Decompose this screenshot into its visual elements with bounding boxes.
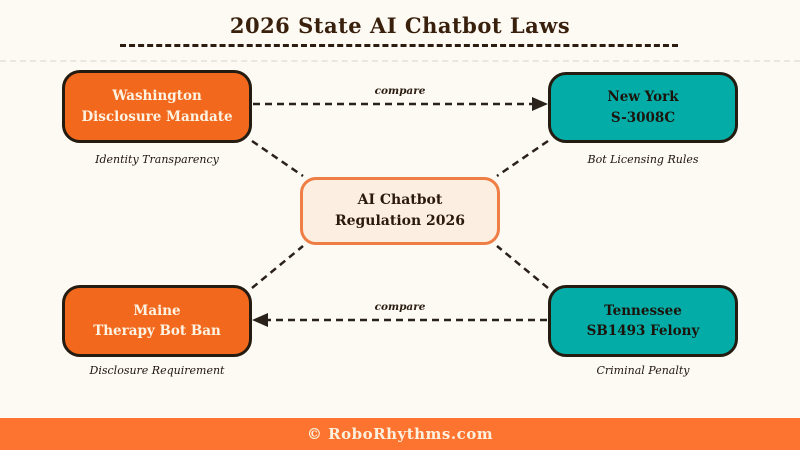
header-divider-dashed (0, 60, 800, 62)
node-new-york: New York S-3008C (548, 72, 738, 143)
node-maine-line1: Maine (133, 302, 181, 319)
node-center-line2: Regulation 2026 (334, 213, 466, 229)
caption-washington: Identity Transparency (95, 153, 219, 166)
edge-washington-center (251, 139, 304, 178)
node-new-york-line2: S-3008C (610, 109, 676, 126)
arrowhead-left-icon (252, 313, 268, 327)
node-center-line1: AI Chatbot (357, 192, 443, 208)
footer-bar: © RoboRhythms.com (0, 418, 800, 450)
node-center: AI Chatbot Regulation 2026 (300, 177, 500, 245)
node-new-york-line1: New York (607, 89, 679, 106)
node-maine-line2: Therapy Bot Ban (93, 323, 221, 339)
caption-new-york: Bot Licensing Rules (587, 153, 699, 166)
node-tennessee-line2: SB1493 Felony (586, 323, 700, 339)
node-tennessee-line1: Tennessee (604, 302, 682, 319)
footer-credit: © RoboRhythms.com (306, 425, 494, 443)
node-washington: Washington Disclosure Mandate (62, 70, 252, 143)
caption-maine: Disclosure Requirement (89, 364, 225, 377)
title-underline-dashed (120, 44, 678, 47)
edge-maine-center (251, 245, 304, 289)
edge-tennessee-center (496, 245, 549, 289)
node-washington-line2: Disclosure Mandate (81, 108, 233, 125)
edge-label-bottom-compare: compare (374, 301, 426, 313)
caption-tennessee: Criminal Penalty (596, 364, 690, 377)
node-tennessee: Tennessee SB1493 Felony (548, 285, 738, 357)
edge-newyork-center (496, 139, 549, 178)
node-maine: Maine Therapy Bot Ban (62, 285, 252, 357)
arrowhead-right-icon (532, 97, 548, 111)
page-title: 2026 State AI Chatbot Laws (229, 13, 571, 38)
node-washington-line1: Washington (112, 88, 202, 105)
edge-label-top-compare: compare (374, 85, 426, 97)
